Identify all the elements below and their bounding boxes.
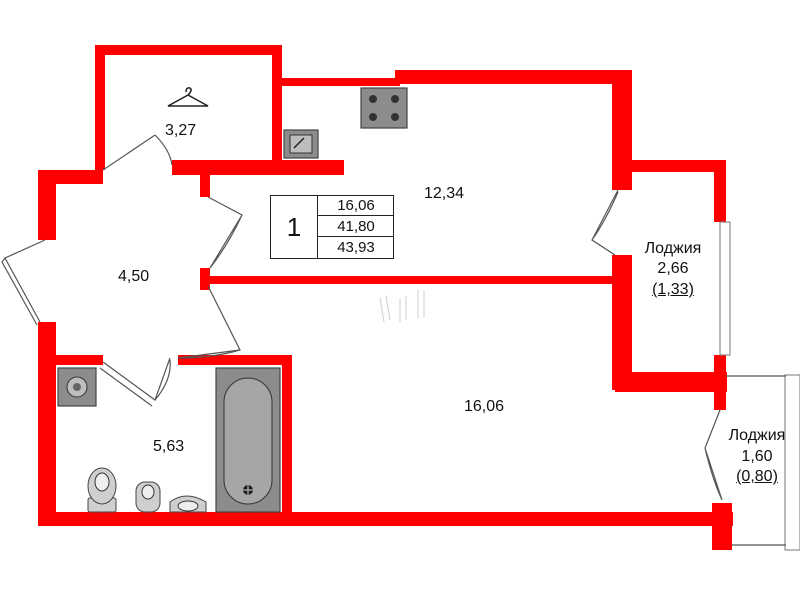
- wall: [395, 70, 630, 84]
- loggia-door: [704, 409, 723, 501]
- wall: [615, 372, 727, 392]
- wall: [38, 512, 733, 526]
- stove-icon: [360, 87, 408, 129]
- bathroom-area: 5,63: [153, 438, 185, 455]
- total-area-with-loggias: 43,93: [337, 239, 375, 256]
- door: [177, 285, 241, 359]
- window: [784, 374, 800, 551]
- entrance-door: [1, 239, 46, 326]
- bathtub-icon: [215, 367, 281, 513]
- wall: [280, 78, 400, 86]
- window: [719, 221, 731, 356]
- wall: [200, 268, 210, 290]
- washbasin-icon: [169, 495, 207, 513]
- wall: [205, 276, 617, 284]
- wall: [612, 70, 632, 190]
- hanger-icon: [167, 87, 209, 107]
- door: [207, 196, 243, 269]
- door: [99, 367, 153, 407]
- wall: [630, 160, 725, 172]
- wall: [712, 503, 732, 550]
- bidet-icon: [135, 481, 161, 513]
- wall: [282, 355, 292, 525]
- wall: [612, 255, 632, 390]
- wall: [272, 45, 282, 175]
- loggia-2-outline: [726, 375, 786, 546]
- loggia-2-label: Лоджия: [728, 427, 786, 444]
- wall: [95, 45, 280, 55]
- loggia-1-label: Лоджия: [644, 240, 702, 257]
- apartment-summary: 1 16,06 41,80 43,93: [270, 195, 394, 259]
- living-area-total: 16,06: [318, 196, 394, 216]
- loggia-door: [591, 189, 619, 256]
- door: [102, 134, 173, 171]
- wardrobe-area: 3,27: [165, 122, 197, 139]
- door: [102, 357, 171, 401]
- toilet-icon: [87, 467, 117, 513]
- total-area: 41,80: [318, 217, 394, 237]
- wall: [172, 160, 344, 175]
- wall: [714, 160, 726, 222]
- compass-icon: [379, 290, 425, 323]
- wall: [200, 175, 210, 197]
- wall: [38, 170, 103, 184]
- walls: [38, 45, 733, 550]
- doors: [1, 134, 723, 501]
- kitchen-area: 12,34: [424, 185, 465, 202]
- living-room-area: 16,06: [464, 398, 505, 415]
- washing-machine-icon: [57, 367, 97, 407]
- wall: [38, 322, 56, 522]
- wall: [178, 355, 290, 365]
- loggia-1-reduced-area: (1,33): [652, 281, 694, 298]
- wall: [38, 170, 56, 240]
- loggia-1-area: 2,66: [657, 260, 689, 277]
- wall: [95, 45, 105, 170]
- windows: [719, 221, 800, 551]
- wall: [45, 355, 103, 365]
- hall-area: 4,50: [118, 268, 150, 285]
- loggia-2-area: 1,60: [741, 448, 773, 465]
- rooms-count: 1: [271, 196, 318, 258]
- sink-icon: [283, 129, 319, 159]
- loggia-2-reduced-area: (0,80): [736, 468, 778, 485]
